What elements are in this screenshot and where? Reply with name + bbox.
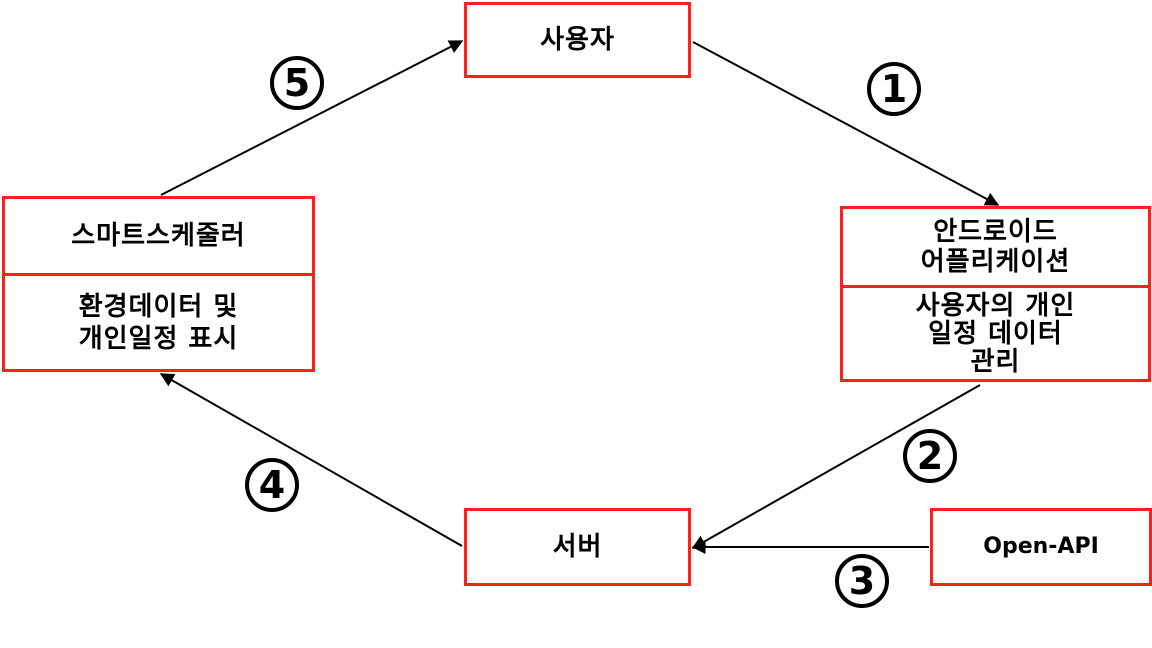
android-app-description-line: 사용자의 개인	[915, 290, 1076, 321]
user-node-label: 사용자	[540, 25, 615, 55]
android-app-description-line: 일정 데이터	[928, 318, 1063, 349]
android-app-node: 안드로이드 어플리케이션 사용자의 개인 일정 데이터 관리	[840, 206, 1151, 382]
step-marker-2: 2	[903, 429, 957, 483]
android-app-description-line: 관리	[970, 346, 1021, 377]
arrow-scheduler-to-user	[160, 40, 464, 196]
smart-scheduler-description: 환경데이터 및 개인일정 표시	[5, 273, 312, 369]
user-node: 사용자	[464, 2, 691, 78]
smart-scheduler-description-line: 개인일정 표시	[78, 323, 239, 354]
arrow-android-to-server	[691, 384, 981, 549]
android-app-title: 안드로이드 어플리케이션	[843, 209, 1148, 285]
smart-scheduler-title: 스마트스케줄러	[71, 221, 246, 251]
smart-scheduler-node: 스마트스케줄러 환경데이터 및 개인일정 표시	[2, 196, 315, 372]
arrow-user-to-android	[692, 41, 1000, 206]
smart-scheduler-description-line: 환경데이터 및	[78, 291, 239, 322]
server-node-label: 서버	[552, 532, 603, 562]
server-node: 서버	[464, 508, 691, 586]
arrow-server-to-scheduler	[159, 373, 463, 547]
android-app-title-line: 안드로이드	[933, 217, 1058, 247]
step-marker-3: 3	[835, 554, 889, 608]
step-marker-1: 1	[867, 62, 921, 116]
step-marker-5: 5	[270, 56, 324, 110]
open-api-node: Open-API	[930, 508, 1152, 586]
android-app-description: 사용자의 개인 일정 데이터 관리	[843, 285, 1148, 379]
android-app-title-line: 어플리케이션	[920, 247, 1071, 277]
open-api-node-label: Open-API	[983, 534, 1099, 559]
step-marker-4: 4	[245, 458, 299, 512]
